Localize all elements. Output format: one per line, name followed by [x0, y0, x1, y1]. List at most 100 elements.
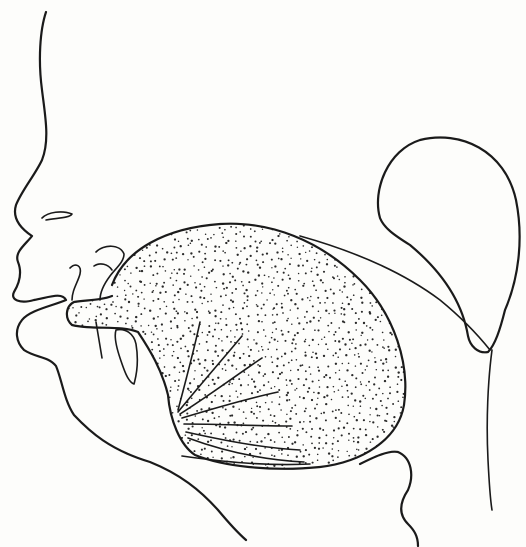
stipple-dot — [251, 215, 253, 217]
stipple-dot — [147, 437, 149, 439]
stipple-dot — [114, 462, 116, 464]
stipple-dot — [363, 419, 365, 421]
stipple-dot — [289, 379, 291, 381]
stipple-dot — [410, 414, 412, 416]
stipple-dot — [87, 260, 88, 261]
stipple-dot — [372, 421, 374, 423]
stipple-dot — [140, 313, 142, 315]
stipple-dot — [342, 338, 344, 340]
stipple-dot — [332, 460, 334, 462]
stipple-dot — [150, 410, 152, 412]
stipple-dot — [221, 395, 223, 397]
stipple-dot — [129, 355, 131, 357]
stipple-dot — [324, 302, 326, 304]
stipple-dot — [354, 416, 356, 418]
stipple-dot — [264, 437, 266, 439]
stipple-dot — [263, 329, 265, 331]
stipple-dot — [120, 306, 122, 308]
stipple-dot — [318, 380, 320, 382]
stipple-dot — [84, 466, 86, 468]
stipple-dot — [201, 276, 203, 278]
stipple-dot — [73, 243, 75, 245]
stipple-dot — [402, 397, 404, 399]
stipple-dot — [176, 405, 178, 407]
stipple-dot — [343, 216, 345, 218]
stipple-dot — [159, 308, 161, 310]
stipple-dot — [81, 363, 83, 365]
stipple-dot — [286, 226, 288, 228]
stipple-dot — [207, 334, 209, 336]
stipple-dot — [106, 317, 108, 319]
stipple-dot — [338, 450, 339, 451]
stipple-dot — [332, 302, 334, 304]
stipple-dot — [270, 414, 272, 416]
stipple-dot — [103, 356, 105, 358]
stipple-dot — [95, 430, 97, 432]
stipple-dot — [177, 389, 179, 391]
stipple-dot — [361, 263, 363, 265]
stipple-dot — [235, 233, 237, 235]
stipple-dot — [397, 383, 399, 385]
stipple-dot — [403, 217, 405, 219]
stipple-dot — [405, 225, 407, 227]
stipple-dot — [271, 361, 273, 363]
stipple-dot — [59, 358, 61, 360]
stipple-dot — [381, 286, 382, 287]
stipple-dot — [396, 391, 398, 393]
stipple-dot — [392, 403, 394, 405]
stipple-dot — [106, 355, 108, 357]
stipple-dot — [373, 273, 375, 275]
stipple-dot — [235, 247, 237, 249]
stipple-dot — [114, 348, 116, 350]
stipple-dot — [314, 329, 316, 331]
stipple-dot — [397, 460, 399, 462]
stipple-dot — [319, 386, 321, 388]
stipple-dot — [343, 237, 345, 239]
stipple-dot — [334, 265, 336, 267]
stipple-dot — [240, 384, 242, 386]
stipple-dot — [303, 397, 305, 399]
stipple-dot — [374, 357, 375, 358]
stipple-dot — [278, 403, 280, 405]
stipple-dot — [317, 366, 319, 368]
stipple-dot — [242, 333, 244, 335]
stipple-dot — [259, 452, 261, 454]
stipple-dot — [402, 263, 404, 265]
stipple-dot — [370, 407, 371, 408]
stipple-dot — [185, 293, 187, 295]
stipple-dot — [256, 304, 257, 305]
stipple-dot — [137, 224, 139, 226]
stipple-dot — [66, 253, 68, 255]
stipple-dot — [187, 284, 189, 286]
stipple-dot — [222, 237, 224, 239]
stipple-dot — [358, 239, 360, 241]
stipple-dot — [75, 392, 77, 394]
stipple-dot — [346, 384, 348, 386]
stipple-dot — [408, 302, 410, 304]
stipple-dot — [228, 308, 230, 310]
stipple-dot — [391, 459, 393, 461]
stipple-dot — [261, 282, 263, 284]
stipple-dot — [85, 381, 87, 383]
stipple-dot — [65, 221, 67, 223]
stipple-dot — [186, 404, 188, 406]
stipple-dot — [125, 236, 126, 237]
stipple-dot — [105, 449, 107, 451]
stipple-dot — [256, 417, 258, 419]
stipple-dot — [325, 434, 327, 436]
stipple-dot — [132, 293, 133, 294]
stipple-dot — [262, 261, 264, 263]
stipple-dot — [122, 421, 124, 423]
stipple-dot — [239, 318, 241, 320]
stipple-dot — [350, 462, 352, 464]
stipple-dot — [307, 297, 309, 299]
stipple-dot — [218, 338, 220, 340]
stipple-dot — [307, 391, 309, 393]
stipple-dot — [195, 223, 196, 224]
stipple-dot — [365, 369, 366, 370]
stipple-dot — [103, 242, 105, 244]
stipple-dot — [215, 345, 217, 347]
stipple-dot — [150, 446, 152, 448]
stipple-dot — [270, 387, 272, 389]
stipple-dot — [110, 382, 112, 384]
